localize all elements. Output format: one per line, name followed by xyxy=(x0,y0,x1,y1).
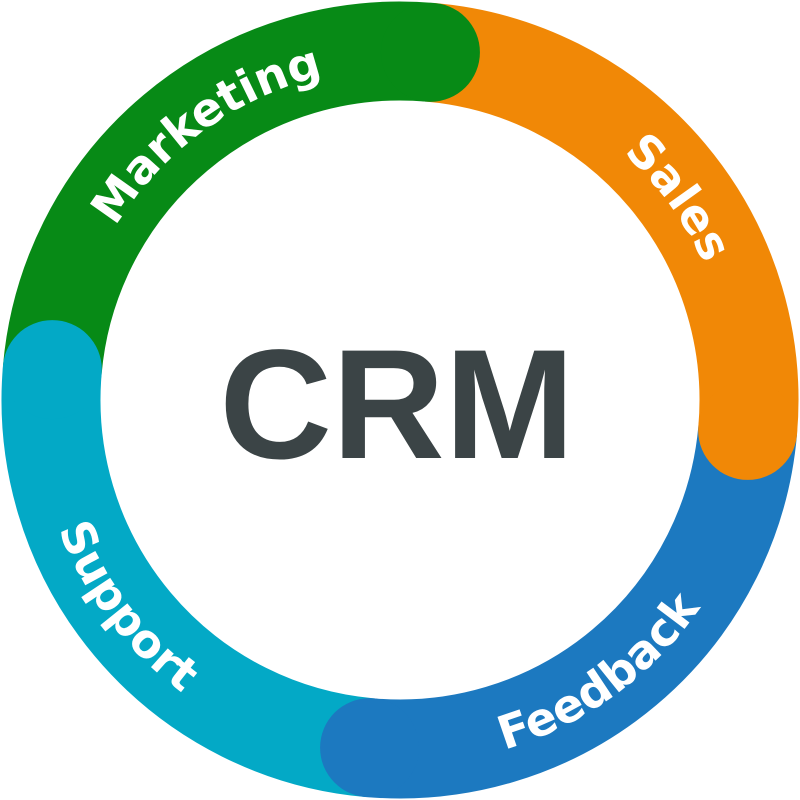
center-title: CRM xyxy=(219,318,574,492)
segment-arc-support xyxy=(1,365,375,797)
segment-arc-marketing xyxy=(3,1,435,375)
segment-arc-feedback xyxy=(365,425,797,799)
segment-cap-sales xyxy=(698,380,798,480)
segment-cap-marketing xyxy=(380,2,480,102)
segment-cap-feedback xyxy=(320,698,420,798)
segment-cap-support xyxy=(2,320,102,420)
segment-arc-sales xyxy=(425,3,799,435)
